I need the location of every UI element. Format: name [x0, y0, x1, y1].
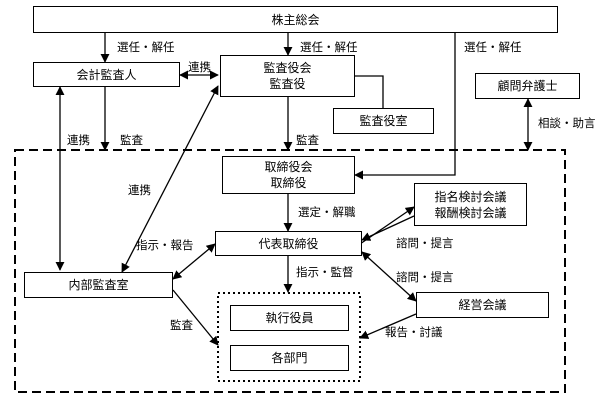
management-meeting-label: 経営会議	[458, 298, 507, 312]
edge-label-audit-mid: 監査	[296, 133, 319, 147]
edge-label-audit-left: 監査	[120, 133, 143, 147]
arrow-mgmt-to-executives	[359, 313, 417, 339]
edge-label-link-diagonal: 連携	[128, 183, 151, 197]
arrow-ceo-mgmt-meeting	[361, 251, 417, 302]
audit-office-box: 監査役室	[333, 108, 434, 134]
legal-advisor-box: 顧問弁護士	[475, 73, 580, 99]
edge-label-instruct-supervise: 指示・監督	[296, 265, 354, 279]
shareholders-meeting-label: 株主総会	[271, 12, 320, 27]
line-audit-board-to-office	[355, 75, 384, 108]
arrow-shareholders-to-board	[354, 33, 456, 180]
edge-label-elect-3: 選任・解任	[464, 40, 522, 54]
edge-label-report-discuss: 報告・討議	[385, 325, 443, 339]
committees-label-1: 指名検討会議	[434, 189, 507, 204]
accounting-auditor-label: 会計監査人	[76, 67, 137, 82]
executive-officers-box: 執行役員	[230, 305, 349, 331]
board-of-directors-box: 取締役会 取締役	[222, 156, 355, 194]
management-meeting-box: 経営会議	[416, 292, 549, 318]
edge-label-select: 選定・解職	[298, 205, 356, 219]
accounting-auditor-box: 会計監査人	[33, 62, 180, 87]
internal-audit-label: 内部監査室	[68, 278, 129, 292]
committees-label-2: 報酬検討会議	[434, 205, 507, 220]
edge-label-elect-2: 選任・解任	[300, 40, 358, 54]
representative-director-label: 代表取締役	[258, 236, 319, 251]
audit-board-label-1: 監査役会	[263, 61, 312, 75]
audit-board-label-2: 監査役	[269, 77, 306, 91]
arrow-committees-to-ceo	[361, 215, 415, 241]
arrow-internal-to-departments	[172, 289, 219, 346]
edge-label-audit-bottom: 監査	[170, 318, 193, 332]
departments-label: 各部門	[271, 351, 308, 365]
legal-advisor-label: 顧問弁護士	[497, 79, 558, 93]
board-label-2: 取締役	[270, 176, 307, 190]
edge-label-consult: 相談・助言	[538, 116, 596, 130]
committees-box: 指名検討会議 報酬検討会議	[414, 183, 527, 226]
departments-box: 各部門	[230, 345, 349, 371]
board-label-1: 取締役会	[264, 160, 313, 174]
edge-label-link-top: 連携	[188, 60, 211, 74]
edge-label-advise-1: 諮問・提言	[396, 236, 454, 250]
edge-label-instruct-report: 指示・報告	[136, 238, 194, 252]
edge-label-link-left: 連携	[67, 133, 90, 147]
internal-audit-box: 内部監査室	[24, 272, 173, 298]
arrow-internal-ceo	[172, 243, 216, 280]
edge-label-elect-1: 選任・解任	[117, 40, 175, 54]
edge-label-advise-2: 諮問・提言	[396, 270, 454, 284]
representative-director-box: 代表取締役	[215, 231, 362, 256]
arrow-internal-audit-board-link	[121, 85, 219, 273]
audit-board-box: 監査役会 監査役	[220, 55, 355, 97]
executive-officers-label: 執行役員	[265, 311, 314, 325]
audit-office-label: 監査役室	[359, 114, 408, 128]
shareholders-meeting-box: 株主総会	[33, 6, 558, 33]
